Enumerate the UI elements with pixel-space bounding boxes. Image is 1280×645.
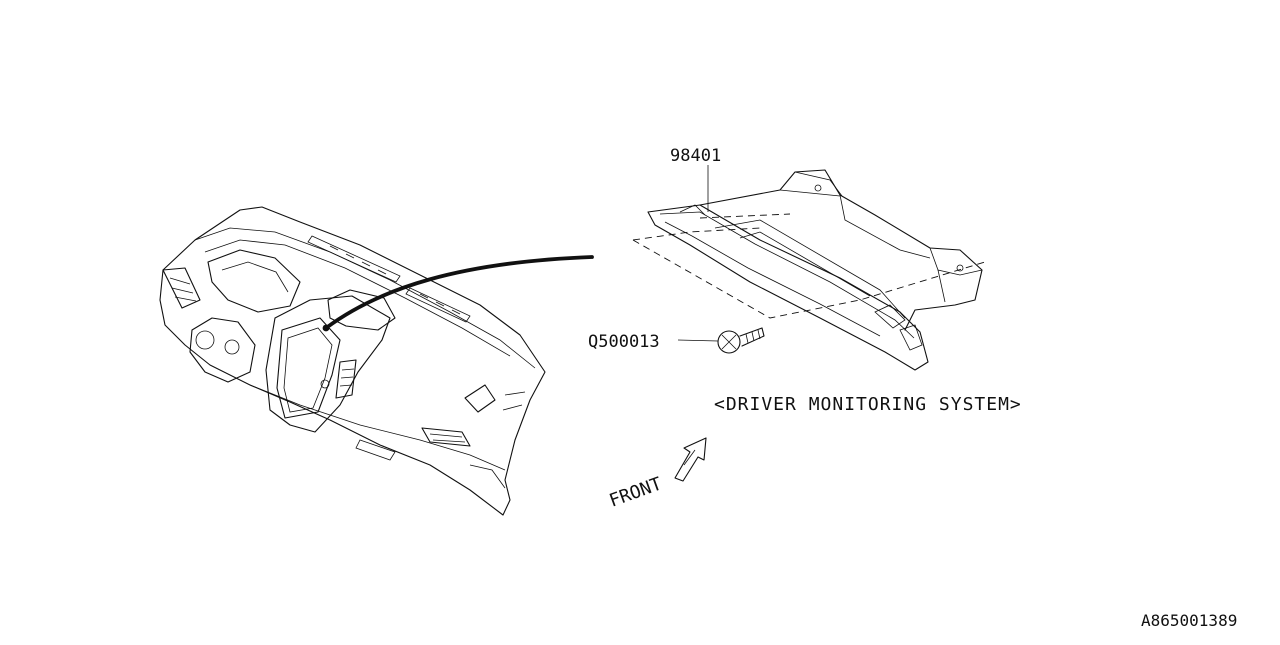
- front-label: FRONT: [607, 473, 665, 511]
- diagram-caption: <DRIVER MONITORING SYSTEM>: [714, 394, 1022, 415]
- driver-monitor-unit: [647, 169, 983, 371]
- dashboard-illustration: [159, 206, 546, 516]
- part-number-screw: Q500013: [588, 332, 660, 352]
- leader-line-q500013: [677, 339, 719, 342]
- diagram-id: A865001389: [1141, 611, 1237, 630]
- front-direction-indicator: FRONT: [607, 437, 707, 512]
- screw-icon: [717, 327, 765, 354]
- front-arrow-icon: [674, 437, 707, 482]
- pointer-line: [324, 255, 594, 330]
- part-number-monitor: 98401: [670, 146, 721, 166]
